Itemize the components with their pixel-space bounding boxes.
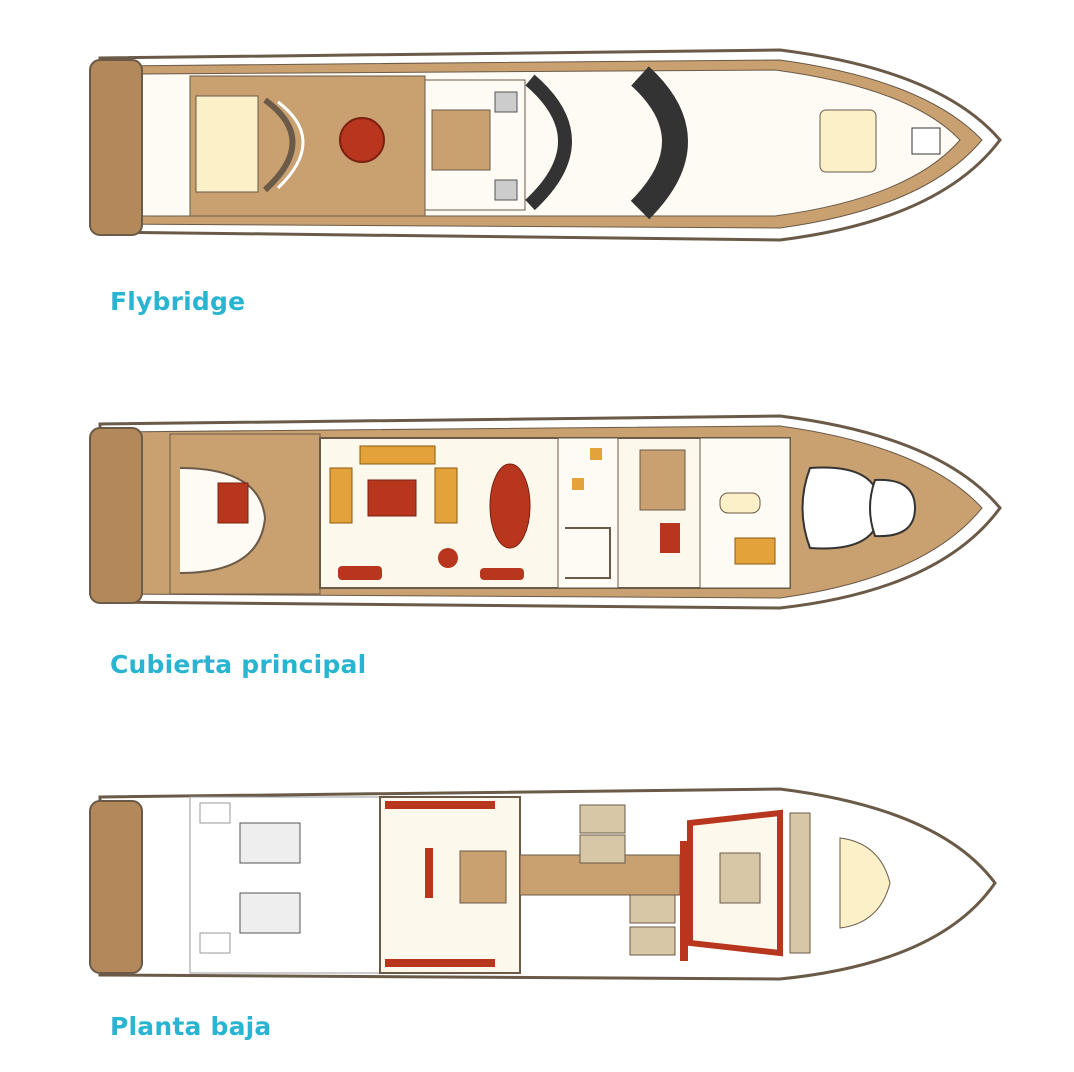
owner-bed	[459, 850, 507, 904]
cockpit-table	[217, 482, 249, 524]
sunpad	[195, 95, 259, 193]
lower-deck-plan	[80, 783, 1010, 1013]
stern-platform	[89, 59, 143, 236]
stern-platform	[89, 427, 143, 604]
main-deck-caption: Cubierta principal	[110, 650, 367, 679]
vip-bed	[719, 852, 761, 904]
lower-deck-drawing	[89, 787, 997, 981]
engine-port	[239, 822, 301, 864]
hardtop-window	[630, 66, 688, 220]
main-deck-drawing	[89, 414, 1002, 610]
dining-table	[489, 463, 531, 549]
flybridge-plan	[80, 40, 1010, 270]
windscreen	[525, 74, 572, 211]
engine-starboard	[239, 892, 301, 934]
sofa-right	[434, 467, 458, 524]
captain-berth	[639, 449, 686, 511]
sofa-left	[329, 467, 353, 524]
side-table	[438, 548, 458, 568]
flybridge-deck-drawing	[89, 48, 1002, 242]
sofa-top	[359, 445, 436, 465]
forward-hatch	[819, 109, 877, 173]
tender-large	[801, 466, 882, 550]
main-deck-plan	[80, 408, 1010, 638]
flybridge-caption: Flybridge	[110, 287, 246, 316]
coffee-table	[367, 479, 417, 517]
stern-platform	[89, 800, 143, 974]
round-table	[339, 117, 385, 163]
tender-small	[869, 478, 917, 538]
lower-deck-caption: Planta baja	[110, 1012, 272, 1041]
